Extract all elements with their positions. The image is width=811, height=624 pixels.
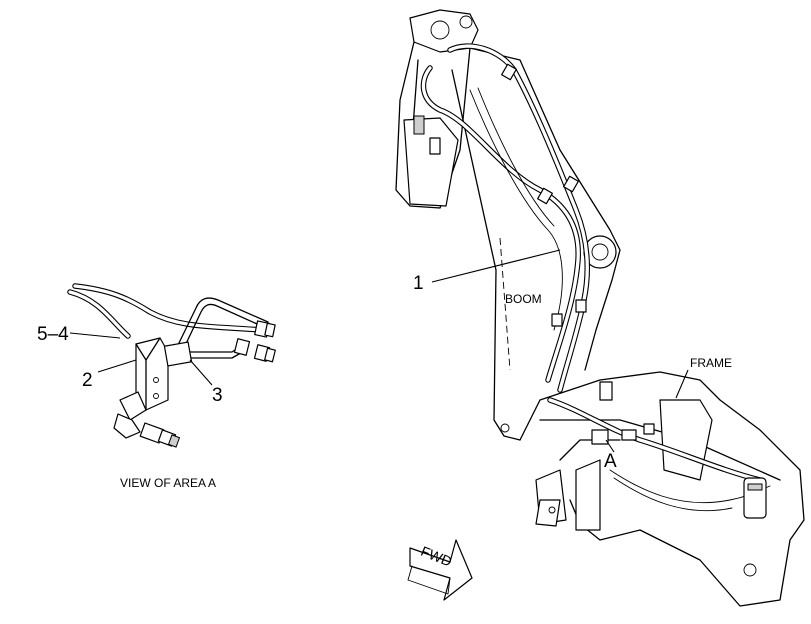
callout-2: 2	[82, 370, 93, 391]
callout-5-4: 5–4	[37, 324, 69, 345]
fwd-arrow-icon: FWD	[407, 539, 473, 601]
area-a-callout: A	[604, 451, 617, 472]
boom-label: BOOM	[505, 292, 542, 306]
fitting-upper	[254, 320, 276, 338]
boom-assembly	[395, 9, 805, 607]
frame-label: FRAME	[690, 356, 732, 370]
view-of-area-a-detail	[67, 283, 276, 448]
view-of-area-a-caption: VIEW OF AREA A	[120, 476, 216, 490]
callout-1: 1	[413, 273, 424, 294]
fitting-lower	[233, 338, 276, 363]
callout-3: 3	[212, 385, 223, 406]
